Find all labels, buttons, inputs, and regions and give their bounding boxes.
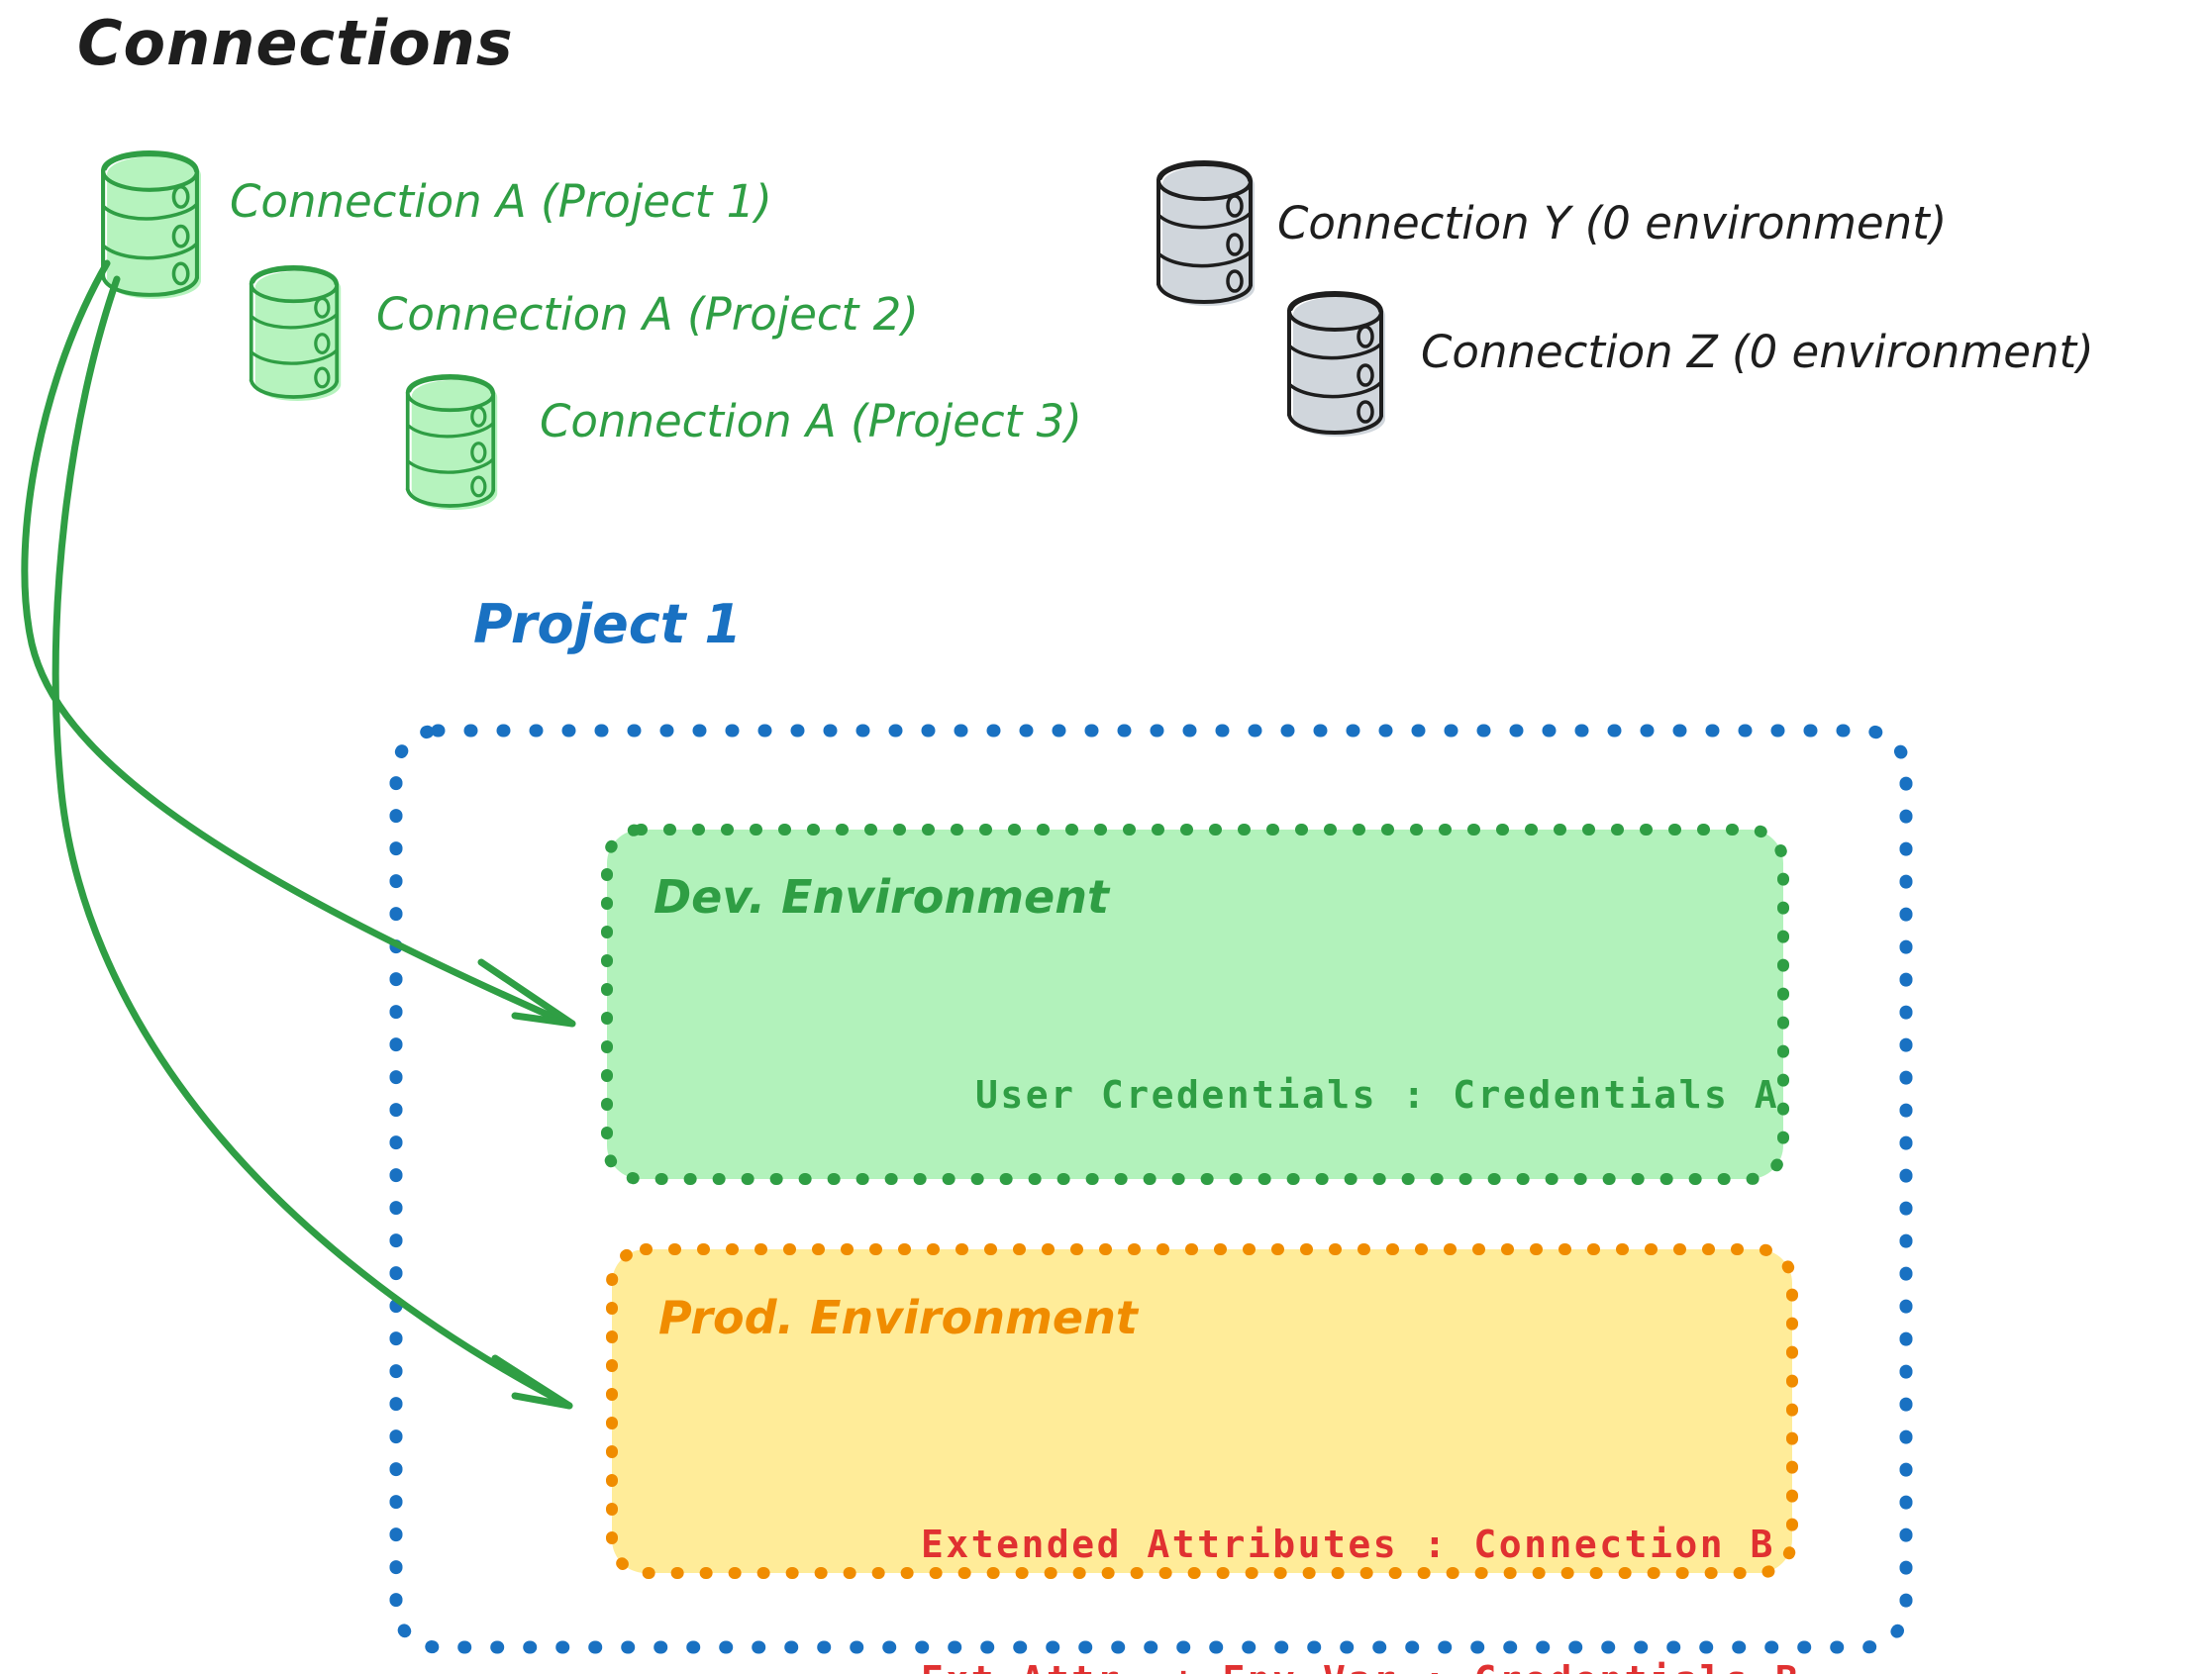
dev-environment-title: Dev. Environment	[654, 870, 1109, 924]
prod-environment-entry-extended-attributes: Extended Attributes : Connection B	[921, 1523, 1775, 1567]
prod-environment-entries: Extended Attributes : Connection B Ext.A…	[921, 1437, 1800, 1674]
connection-label-z: Connection Z (0 environment)	[1421, 326, 2094, 378]
dev-environment-entry-user-credentials: User Credentials : Credentials A	[975, 1073, 1780, 1117]
connection-label-a2: Connection A (Project 2)	[376, 288, 919, 341]
connection-label-y: Connection Y (0 environment)	[1277, 197, 1948, 249]
prod-environment-entry-ext-attr-env-var: Ext.Attr. + Env.Var : Credentials B	[921, 1659, 1800, 1674]
prod-environment-title: Prod. Environment	[658, 1291, 1138, 1344]
dev-environment-box	[601, 824, 1789, 1185]
connection-label-a1: Connection A (Project 1)	[230, 175, 772, 228]
project-title: Project 1	[473, 593, 742, 655]
arrow-to-prod-environment	[51, 275, 573, 1410]
project-1-boundary	[389, 724, 1913, 1654]
arrow-to-dev-environment	[21, 259, 576, 1028]
db-icon-connection-a3	[405, 373, 498, 510]
page-title: Connections	[77, 7, 514, 79]
db-icon-connection-y	[1156, 160, 1255, 306]
prod-environment-box	[606, 1243, 1798, 1579]
connection-label-a3: Connection A (Project 3)	[540, 395, 1082, 447]
db-icon-connection-z	[1287, 291, 1385, 437]
db-icon-connection-a2	[249, 264, 342, 401]
